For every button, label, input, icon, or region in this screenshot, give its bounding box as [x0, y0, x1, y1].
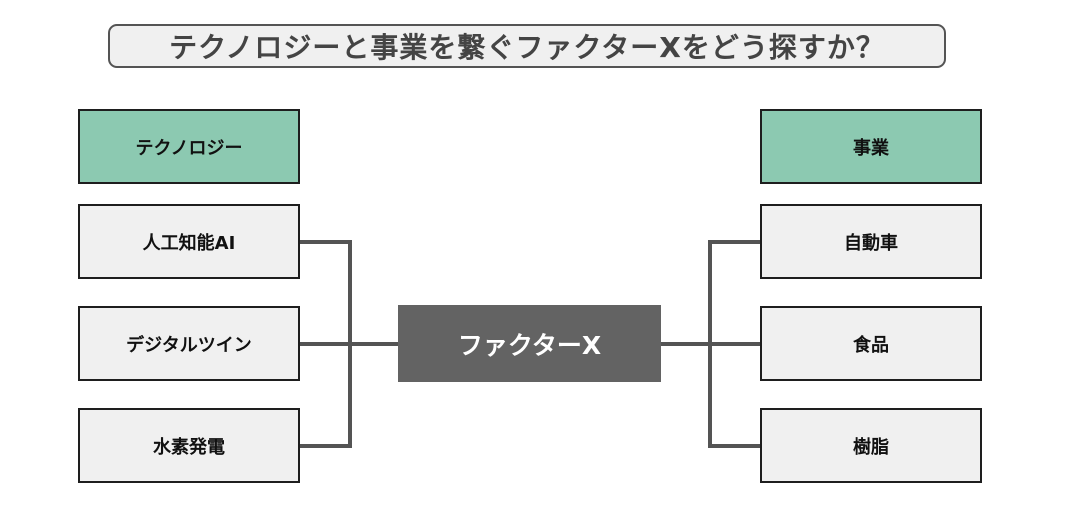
- business-header: 事業: [760, 109, 982, 184]
- business-item-automobile: 自動車: [760, 204, 982, 279]
- technology-item-digital-twin: デジタルツイン: [78, 306, 300, 381]
- technology-header: テクノロジー: [78, 109, 300, 184]
- business-item-food: 食品: [760, 306, 982, 381]
- factor-x-box: ファクターX: [398, 305, 661, 382]
- technology-item-hydrogen: 水素発電: [78, 408, 300, 483]
- business-item-resin: 樹脂: [760, 408, 982, 483]
- technology-item-ai: 人工知能AI: [78, 204, 300, 279]
- diagram-title: テクノロジーと事業を繋ぐファクターXをどう探すか？: [108, 24, 946, 68]
